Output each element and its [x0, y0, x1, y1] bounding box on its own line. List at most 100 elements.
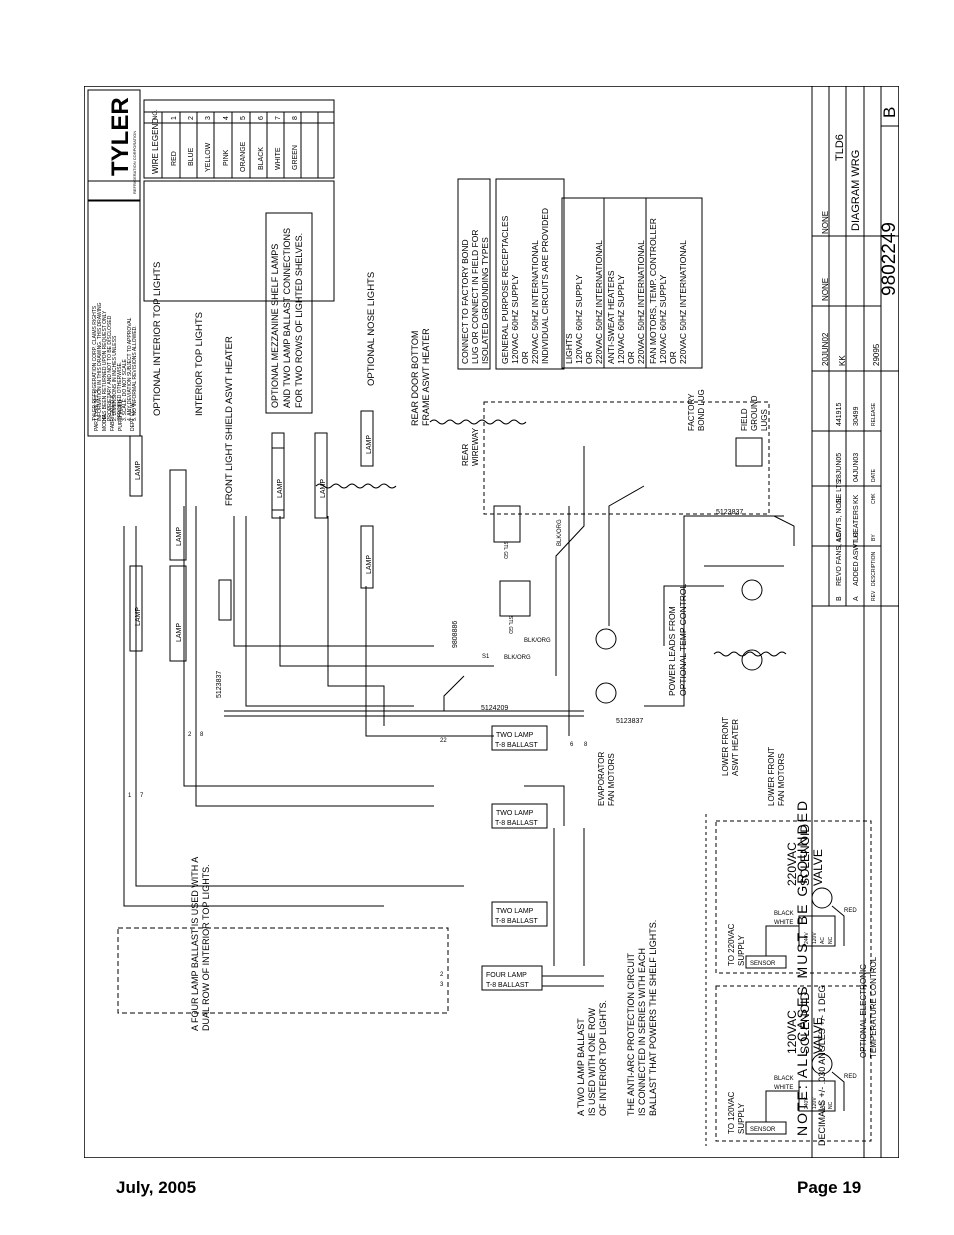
- label-rear-door-1: REAR DOOR BOTTOM: [410, 331, 420, 426]
- ground-box-line: ISOLATED GROUNDING TYPES: [480, 237, 490, 364]
- antisweat-line: ANTI-SWEAT HEATERS: [606, 270, 616, 364]
- label-four-lamp-note-2: DUAL ROW OF INTERIOR TOP LIGHTS.: [201, 864, 211, 1031]
- wire-number: 6: [570, 742, 574, 748]
- part-number: 9808886: [452, 621, 459, 648]
- fans-line: OR: [668, 351, 678, 364]
- receptacles-line: GENERAL PURPOSE RECEPTACLES: [500, 215, 510, 364]
- wire-color: BLUE: [188, 147, 195, 166]
- drawing-number: 9802249: [879, 222, 899, 296]
- wire-color: GREEN: [292, 145, 299, 170]
- wire-color: PINK: [223, 149, 230, 166]
- ballast-t8: T-8 BALLAST: [495, 918, 539, 925]
- lights-line: LIGHTS: [564, 333, 574, 364]
- wire-no: 3: [205, 116, 212, 120]
- notice-line: 5. NO INFORMAL REVISIONS ALLOWED.: [132, 325, 138, 421]
- notice-line: PROPRIETARY AND NOT TO BE DISCLOSED: [107, 315, 113, 421]
- revision-a: A: [853, 596, 860, 601]
- revision-a-release: 30499: [853, 406, 860, 426]
- wire-number: 2: [188, 732, 192, 738]
- wire-black-label: BLACK: [774, 911, 794, 917]
- wire-red-label: RED: [844, 908, 857, 914]
- ctrl-120: 120V: [812, 932, 818, 944]
- receptacles-line: INDIVIDUAL CIRCUITS ARE PROVIDED: [540, 208, 550, 364]
- revision-b-ck: JL: [836, 497, 843, 505]
- sol120-2: SOLENOID: [798, 992, 812, 1054]
- antisweat-line: OR: [626, 351, 636, 364]
- wire-color: WHITE: [275, 147, 282, 170]
- scale-value: NONE: [821, 211, 830, 234]
- part-info: MODEL: [102, 413, 108, 431]
- label-rear-wireway-2: WIREWAY: [471, 427, 480, 466]
- revision-b-desc: REVO FANS, ASWTS, NOSE LTS: [836, 479, 843, 586]
- notice-line: 2. DIMENSIONS IN INCHES UNLESS: [112, 335, 118, 421]
- supply-120-2: SUPPLY: [737, 1102, 746, 1134]
- lights-line: OR: [584, 351, 594, 364]
- label-anti-arc-2: IS CONNECTED IN SERIES WITH EACH: [637, 948, 647, 1116]
- label-mezz-2: AND TWO LAMP BALLAST CONNECTIONS: [282, 228, 292, 408]
- label-lower-front-fan-1: LOWER FRONT: [767, 747, 776, 806]
- wire-legend-header-no: NO.: [153, 109, 159, 120]
- model-number: TLD6: [834, 134, 846, 161]
- revision-b-by: LC: [836, 532, 843, 541]
- label-two-lamp-note-1: A TWO LAMP BALLAST: [576, 1018, 586, 1116]
- revision-header: DATE: [871, 468, 877, 482]
- label-two-lamp-note-3: OF INTERIOR TOP LIGHTS.: [598, 1000, 608, 1116]
- label-rear-door-2: FRAME ASWT HEATER: [421, 328, 431, 426]
- sol220-3: VALVE: [811, 849, 825, 886]
- label-anti-arc-3: BALLAST THAT POWERS THE SHELF LIGHTS.: [648, 920, 658, 1116]
- revision-a-ck: KK: [853, 494, 860, 504]
- revision-header: DESCRIPTION: [871, 551, 877, 586]
- wire-no: 8: [292, 116, 299, 120]
- label-field-ground-2: GROUND: [750, 395, 759, 431]
- lamp-label: LAMP: [320, 479, 327, 498]
- wire-number: 1: [128, 793, 132, 799]
- wire-red-label: RED: [844, 1074, 857, 1080]
- wire-number: 2: [440, 972, 444, 978]
- label-factory-bond-2: BOND LUG: [697, 389, 706, 431]
- notice-line: TYLER REFRIGERATION CORP. CLAIMS RIGHTS: [92, 305, 98, 421]
- part-info: PURCHASED: [118, 399, 124, 431]
- opt-elec-1: OPTIONAL ELECTRONIC: [859, 964, 868, 1058]
- part-info: PART TYPE N T S: [94, 389, 100, 431]
- ctrl-nc: NC: [828, 1101, 834, 1109]
- wire-color: YELLOW: [205, 142, 212, 172]
- revision-a-date: 04JUN03: [853, 453, 860, 482]
- ctrl-240: 240V: [804, 932, 810, 944]
- wire-legend-title: WIRE LEGEND: [151, 118, 160, 174]
- wire-no: 4: [223, 116, 230, 120]
- part-number: 5123837: [216, 671, 223, 698]
- decimals-note: DECIMALS +/- .030 ANGLES +/- 1 DEG: [817, 985, 827, 1146]
- sensor-label: SENSOR: [750, 1127, 776, 1133]
- lights-line: 220VAC 50HZ INTERNATIONAL: [594, 240, 604, 364]
- lamp-label: LAMP: [135, 461, 142, 480]
- wire-number: 7: [140, 793, 144, 799]
- fans-line: FAN MOTORS, TEMP. CONTROLLER: [648, 218, 658, 364]
- revision-b-release: 441915: [836, 403, 843, 426]
- label-power-leads-1: POWER LEADS FROM: [667, 606, 677, 696]
- tyler-logo: TYLER: [107, 97, 134, 176]
- label-two-lamp-note-2: IS USED WITH ONE ROW: [587, 1007, 597, 1116]
- receptacles-line: OR: [520, 351, 530, 364]
- wire-no: 2: [188, 116, 195, 120]
- revision-header: BY: [871, 534, 877, 541]
- wire-no: 6: [258, 116, 265, 120]
- ballast-t8: T-8 BALLAST: [495, 742, 539, 749]
- receptacles-line: 220VAC 50HZ INTERNATIONAL: [530, 240, 540, 364]
- label-blk-org: BLK/ORG: [504, 655, 531, 661]
- wire-no: 7: [275, 116, 282, 120]
- date-value: 20JUN02: [821, 332, 830, 366]
- revision-header: RELEASE: [871, 402, 877, 426]
- notice-line: HAS BEEN RETURNED UPON REQUEST ONLY: [102, 310, 108, 421]
- ballast-two-lamp: TWO LAMP: [496, 810, 534, 817]
- wire-color: RED: [171, 151, 178, 166]
- drawing-title: DIAGRAM WRG: [850, 150, 862, 231]
- drawn-by-value: KK: [838, 355, 847, 366]
- ground-box-line: CONNECT TO FACTORY BOND: [460, 239, 470, 364]
- sol220-2: SOLENOID: [798, 824, 812, 886]
- revision-b: B: [836, 596, 843, 601]
- ctrl-ac: AC: [820, 1102, 826, 1109]
- notice-line: INFORMATION IN THIS DRAWING. THIS DRAWIN…: [97, 302, 103, 421]
- label-opt-nose: OPTIONAL NOSE LIGHTS: [366, 272, 377, 386]
- logo-subtext: REFRIGERATION CORPORATION: [132, 131, 137, 194]
- ballast-two-lamp: TWO LAMP: [496, 732, 534, 739]
